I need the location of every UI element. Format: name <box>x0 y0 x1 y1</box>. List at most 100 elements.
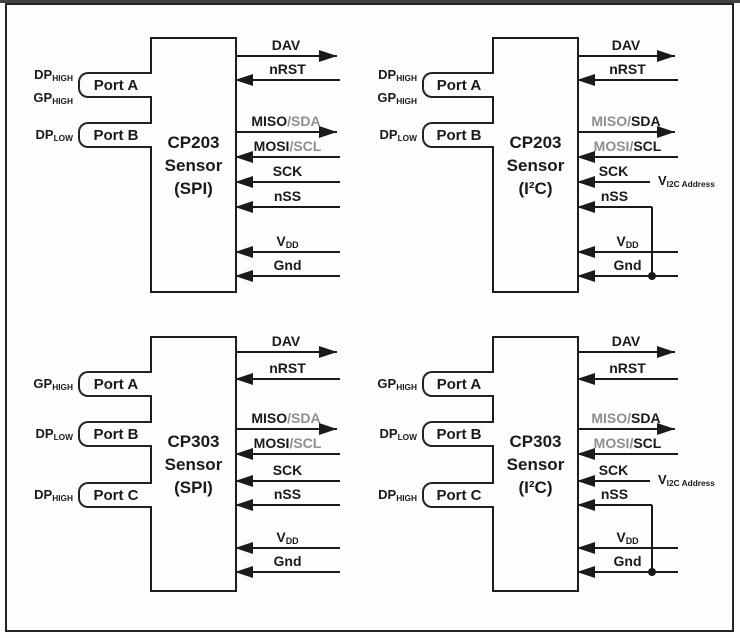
label-text: nRST <box>269 360 306 376</box>
signal-label: MOSI/SCL <box>254 434 322 452</box>
label-text: MISO/ <box>591 410 632 426</box>
tie-line <box>651 207 653 276</box>
port-box-b: Port B <box>78 421 152 447</box>
label-text: Gnd <box>273 257 302 273</box>
port-box-a: Port A <box>422 371 494 397</box>
label-text: DAV <box>611 333 641 349</box>
chip-title-line: Sensor <box>506 454 565 474</box>
signal-line <box>577 480 650 482</box>
label-text: V <box>658 173 667 188</box>
arrowhead-left-icon <box>577 542 595 554</box>
chip-title-line: (I²C) <box>518 178 553 198</box>
label-text: DP <box>379 426 398 441</box>
port-label: Port A <box>436 76 482 94</box>
label-text: GP <box>377 376 397 391</box>
signal-line <box>235 275 340 277</box>
signal-line <box>235 55 337 57</box>
pin-label: DPLOW <box>0 424 73 447</box>
port-label: Port B <box>436 126 482 144</box>
label-text: nRST <box>609 360 646 376</box>
subscript-text: HIGH <box>396 73 417 84</box>
signal-line <box>577 453 678 455</box>
label-text: DAV <box>271 333 301 349</box>
chip-title-line: (SPI) <box>174 477 213 497</box>
signal-line <box>577 504 652 506</box>
label-text: MOSI <box>253 138 290 154</box>
label-text: Gnd <box>273 553 302 569</box>
label-text: MISO <box>251 113 288 129</box>
label-text: V <box>276 529 286 545</box>
label-text: SCK <box>598 462 629 478</box>
arrowhead-right-icon <box>657 126 675 138</box>
arrowhead-left-icon <box>577 246 595 258</box>
label-text: DP <box>378 487 397 502</box>
arrowhead-left-icon <box>577 475 595 487</box>
subscript-text: DD <box>285 536 299 547</box>
signal-label: DAV <box>612 332 641 350</box>
arrowhead-left-icon <box>577 373 595 385</box>
chip-title-line: CP203 <box>509 132 562 152</box>
signal-label: DAV <box>272 36 301 54</box>
arrowhead-left-icon <box>577 270 595 282</box>
port-box-b: Port B <box>422 421 494 447</box>
signal-label: MOSI/SCL <box>594 434 662 452</box>
arrowhead-left-icon <box>235 74 253 86</box>
arrowhead-left-icon <box>235 542 253 554</box>
signal-label: VDD <box>616 232 638 254</box>
signal-label: nRST <box>269 359 306 377</box>
signal-line <box>235 480 340 482</box>
label-text: /SCL <box>289 138 322 154</box>
signal-line <box>235 453 340 455</box>
signal-label: nRST <box>269 60 306 78</box>
pin-label: GPHIGH <box>0 374 73 397</box>
page-top-edge <box>0 0 740 3</box>
arrowhead-right-icon <box>319 50 337 62</box>
signal-label: SCK <box>273 162 303 180</box>
pin-label: DPLOW <box>338 125 417 148</box>
chip-title-line: Sensor <box>164 454 223 474</box>
pin-label: GPHIGH <box>338 88 417 111</box>
subscript-text: LOW <box>53 133 73 144</box>
port-box-c: Port C <box>422 482 494 508</box>
arrowhead-left-icon <box>577 74 595 86</box>
signal-line <box>235 378 340 380</box>
signal-line <box>235 131 337 133</box>
port-box-b: Port B <box>422 122 494 148</box>
i2c-address-label: VI2C Address <box>658 471 715 492</box>
label-text: nRST <box>269 61 306 77</box>
label-text: SDA <box>631 113 661 129</box>
signal-label: nSS <box>601 485 628 503</box>
label-text: SCK <box>598 163 629 179</box>
subscript-text: LOW <box>397 133 417 144</box>
arrowhead-left-icon <box>235 151 253 163</box>
arrowhead-right-icon <box>657 346 675 358</box>
label-text: V <box>658 472 667 487</box>
pin-label: GPHIGH <box>0 88 73 111</box>
arrowhead-right-icon <box>657 50 675 62</box>
port-label: Port C <box>93 486 139 504</box>
signal-label: SCK <box>599 461 629 479</box>
label-text: SCL <box>633 435 662 451</box>
chip-title-line: CP303 <box>509 431 562 451</box>
signal-label: VDD <box>276 232 298 254</box>
signal-line <box>577 181 650 183</box>
signal-label: MISO/SDA <box>591 409 660 427</box>
arrowhead-left-icon <box>235 448 253 460</box>
arrowhead-left-icon <box>577 448 595 460</box>
label-text: nRST <box>609 61 646 77</box>
pin-label: DPHIGH <box>0 485 73 508</box>
signal-line <box>577 206 652 208</box>
arrowhead-left-icon <box>235 246 253 258</box>
pin-labels: DPHIGH <box>338 485 417 508</box>
label-text: Gnd <box>613 257 642 273</box>
signal-line <box>577 547 678 549</box>
signal-label: nSS <box>274 485 301 503</box>
port-label: Port A <box>93 76 139 94</box>
arrowhead-left-icon <box>577 151 595 163</box>
pin-label: DPLOW <box>338 424 417 447</box>
